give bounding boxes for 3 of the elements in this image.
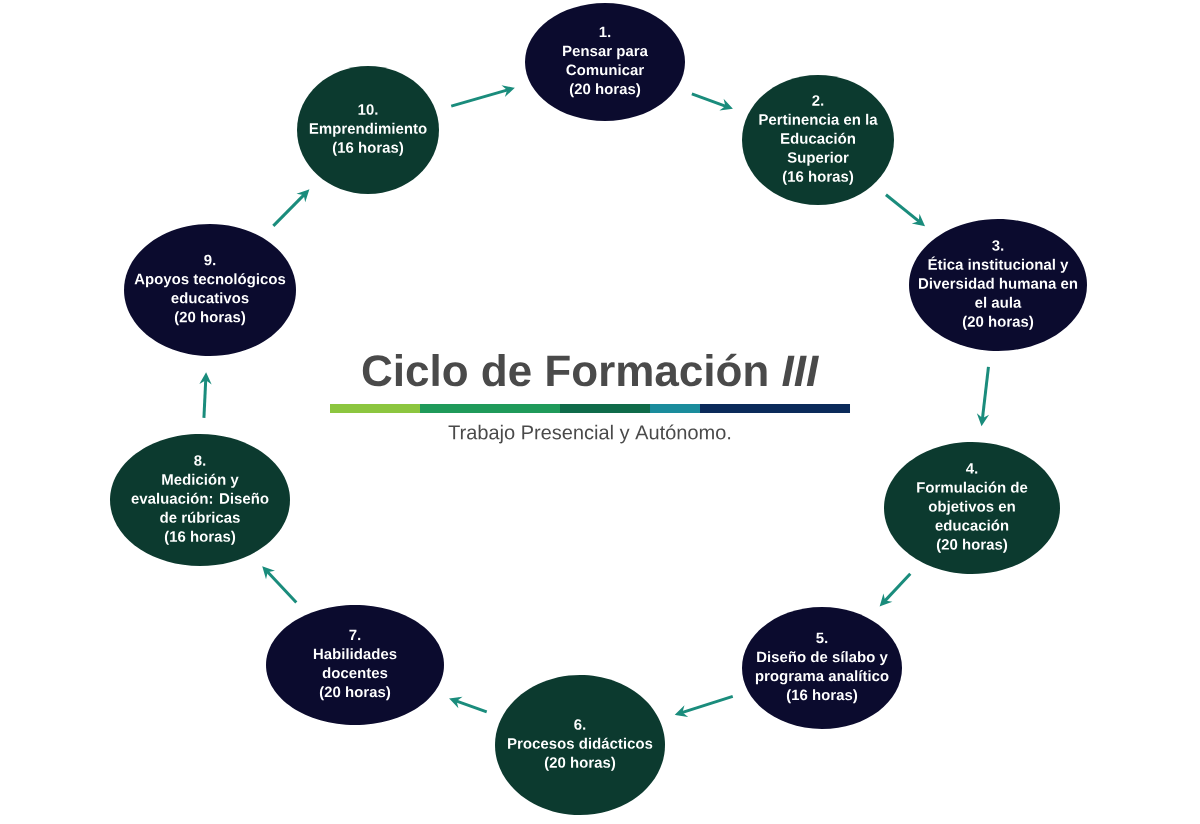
subtitle: Trabajo Presencial y Autónomo. [448,424,731,444]
title: Ciclo de Formación III [362,353,819,387]
arrow [262,566,298,604]
